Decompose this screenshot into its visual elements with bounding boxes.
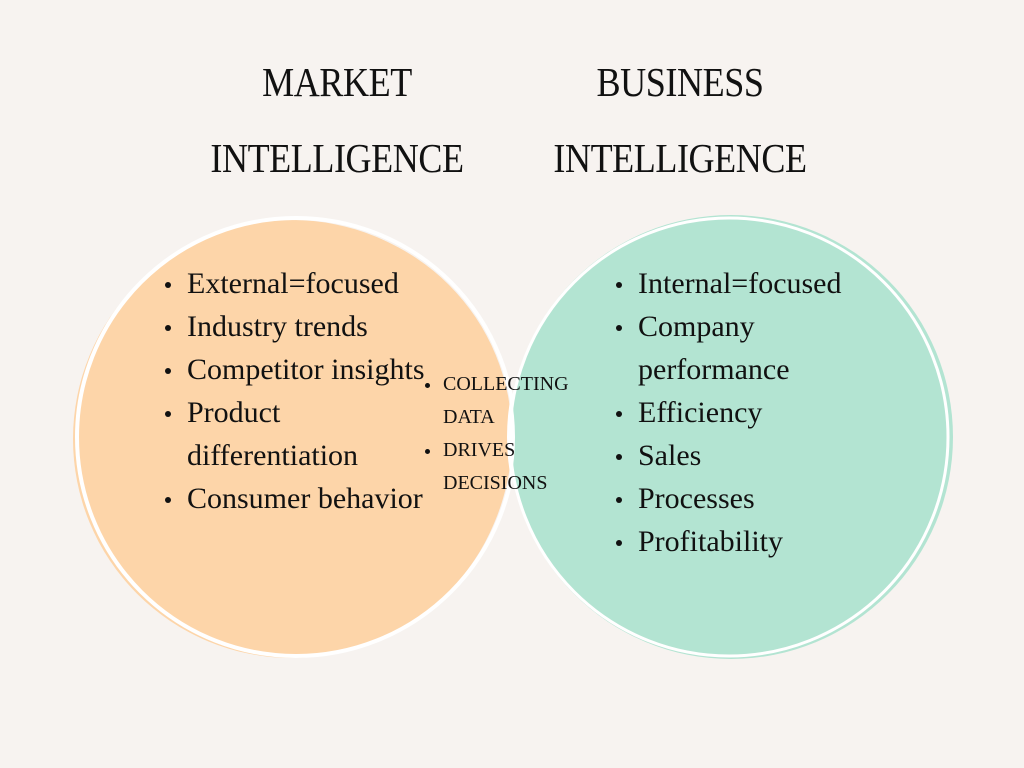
business-intelligence-list: Internal=focused Company performance Eff…: [611, 262, 891, 563]
list-item: Company performance: [611, 305, 891, 391]
list-item: Competitor insights: [160, 348, 440, 391]
list-item: DRIVES DECISIONS: [420, 434, 610, 500]
market-intelligence-title: MARKET INTELLIGENCE: [179, 44, 496, 196]
title-line-1: MARKET: [262, 59, 412, 105]
list-item: Efficiency: [611, 391, 891, 434]
left-circle: [82, 222, 512, 652]
list-item: Internal=focused: [611, 262, 891, 305]
list-item: Processes: [611, 477, 891, 520]
list-item: External=focused: [160, 262, 440, 305]
title-line-1: BUSINESS: [596, 59, 764, 105]
list-item: Product differentiation: [160, 391, 440, 477]
title-line-2: INTELLIGENCE: [553, 135, 807, 181]
market-intelligence-list: External=focused Industry trends Competi…: [160, 262, 440, 520]
list-item: Consumer behavior: [160, 477, 440, 520]
right-circle: [514, 221, 946, 653]
list-item: COLLECTING DATA: [420, 368, 610, 434]
list-item: Industry trends: [160, 305, 440, 348]
list-item: Profitability: [611, 520, 891, 563]
list-item: Sales: [611, 434, 891, 477]
intersection-list: COLLECTING DATA DRIVES DECISIONS: [420, 368, 610, 500]
title-line-2: INTELLIGENCE: [210, 135, 464, 181]
business-intelligence-title: BUSINESS INTELLIGENCE: [522, 44, 839, 196]
